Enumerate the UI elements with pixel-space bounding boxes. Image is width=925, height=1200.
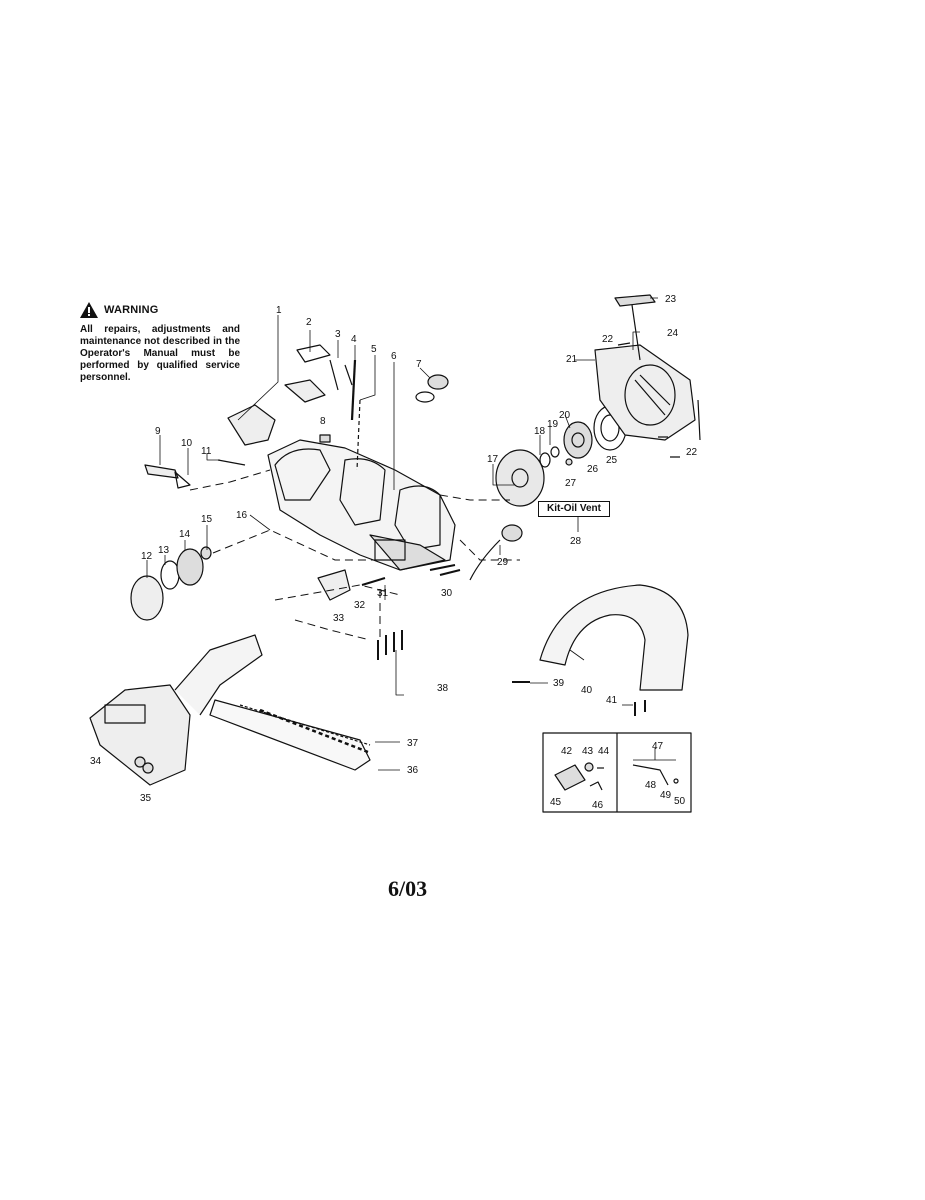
callout-40: 40 — [581, 685, 593, 696]
callout-19: 19 — [547, 419, 559, 430]
plate-part — [317, 569, 351, 601]
warning-block: WARNING All repairs, adjustments and mai… — [80, 300, 240, 384]
pin-parts — [377, 630, 403, 660]
callout-2: 2 — [306, 317, 312, 328]
callout-42: 42 — [561, 746, 573, 757]
callout-22b: 22 — [686, 447, 698, 458]
nut-part — [142, 762, 154, 774]
leader-lines — [146, 297, 676, 771]
callout-numbers: 1 2 3 4 5 6 7 8 9 10 11 12 13 14 15 16 1… — [90, 294, 698, 811]
cap-part — [415, 374, 449, 403]
warning-header: WARNING — [80, 300, 240, 320]
callout-18: 18 — [534, 426, 546, 437]
kit-oil-vent-label: Kit-Oil Vent — [538, 501, 610, 517]
callout-24: 24 — [667, 328, 679, 339]
starter-housing-part — [594, 344, 696, 441]
callout-11: 11 — [201, 446, 212, 457]
warning-icon — [80, 302, 98, 318]
callout-28: 28 — [570, 536, 582, 547]
callout-35: 35 — [140, 793, 152, 804]
washer-part — [550, 446, 560, 458]
starter-handle-part — [614, 294, 656, 361]
callout-15: 15 — [201, 514, 213, 525]
washer-part — [539, 452, 551, 468]
callout-31: 31 — [377, 588, 389, 599]
brake-parts — [554, 762, 679, 791]
callout-38: 38 — [437, 683, 449, 694]
callout-1: 1 — [276, 305, 282, 316]
callout-16: 16 — [236, 510, 248, 521]
warning-text: All repairs, adjustments and maintenance… — [80, 324, 240, 383]
callout-43: 43 — [582, 746, 594, 757]
callout-33: 33 — [333, 613, 345, 624]
callout-10: 10 — [181, 438, 193, 449]
callout-22a: 22 — [602, 334, 614, 345]
sprocket-cover-part — [89, 634, 263, 786]
screw-parts — [361, 564, 461, 586]
revision-date: 6/03 — [388, 876, 428, 901]
callout-34: 34 — [90, 756, 102, 767]
callout-37: 37 — [407, 738, 419, 749]
screw-part — [565, 458, 573, 466]
callout-39: 39 — [553, 678, 565, 689]
callout-17: 17 — [487, 454, 499, 465]
screw-parts — [617, 342, 701, 458]
callout-41: 41 — [606, 695, 618, 706]
callout-20: 20 — [559, 410, 571, 421]
callout-30: 30 — [441, 588, 453, 599]
grommet-part — [319, 434, 331, 443]
callout-7: 7 — [416, 359, 422, 370]
housing-part — [267, 439, 456, 571]
callout-50: 50 — [674, 796, 686, 807]
bolt-parts — [144, 459, 246, 489]
callout-5: 5 — [371, 344, 377, 355]
callout-8: 8 — [320, 416, 326, 427]
callout-4: 4 — [351, 334, 357, 345]
nut-part — [134, 756, 146, 768]
callout-23: 23 — [665, 294, 677, 305]
assembly-lines — [189, 469, 520, 641]
oil-cap-part — [469, 524, 523, 581]
callout-25: 25 — [606, 455, 618, 466]
pulley-part — [563, 421, 593, 459]
callout-48: 48 — [645, 780, 657, 791]
callout-36: 36 — [407, 765, 419, 776]
callout-12: 12 — [141, 551, 153, 562]
bolt-parts — [512, 681, 646, 716]
handle-parts — [227, 344, 331, 446]
callout-3: 3 — [335, 329, 341, 340]
callout-9: 9 — [155, 426, 161, 437]
spring-parts — [329, 359, 361, 471]
callout-45: 45 — [550, 797, 562, 808]
callout-44: 44 — [598, 746, 610, 757]
flywheel-part — [495, 449, 545, 507]
callout-29: 29 — [497, 557, 509, 568]
callout-32: 32 — [354, 600, 366, 611]
callout-26: 26 — [587, 464, 599, 475]
callout-49: 49 — [660, 790, 672, 801]
guide-bar-part — [209, 699, 371, 771]
callout-14: 14 — [179, 529, 191, 540]
callout-46: 46 — [592, 800, 604, 811]
callout-13: 13 — [158, 545, 170, 556]
warning-title: WARNING — [104, 304, 159, 316]
callout-6: 6 — [391, 351, 397, 362]
callout-21: 21 — [566, 354, 578, 365]
callout-27: 27 — [565, 478, 577, 489]
callout-47: 47 — [652, 741, 664, 752]
front-handle-part — [539, 584, 689, 691]
